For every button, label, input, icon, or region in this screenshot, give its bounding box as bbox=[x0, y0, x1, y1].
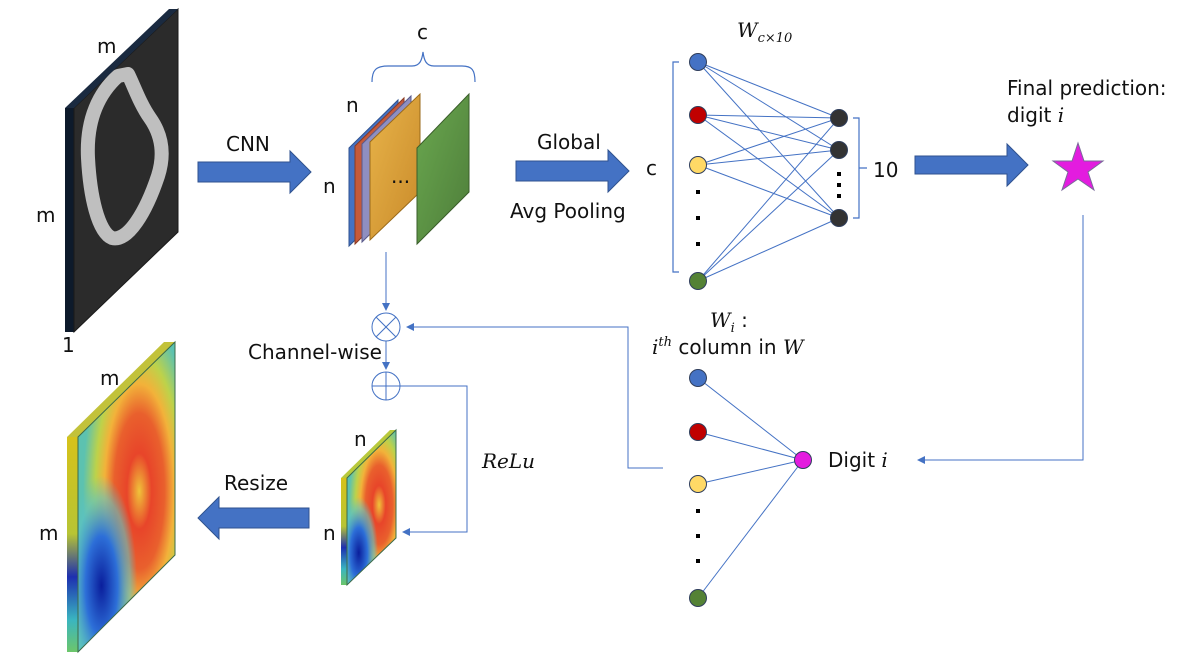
star-icon bbox=[1051, 141, 1105, 192]
circle-plus-icon bbox=[371, 371, 401, 401]
wi-label: Wi : bbox=[710, 308, 748, 336]
wi-node-yellow bbox=[689, 475, 707, 493]
wi-connections bbox=[697, 377, 804, 599]
input-m-left-label: m bbox=[36, 203, 55, 227]
resize-label: Resize bbox=[224, 471, 288, 495]
input-m-top-label: m bbox=[97, 34, 116, 58]
input-image bbox=[65, 7, 179, 334]
output-node-10 bbox=[830, 209, 848, 227]
layer-c-bracket bbox=[672, 61, 679, 273]
ten-label: 10 bbox=[873, 158, 898, 182]
final-digit-label: digit i bbox=[1007, 103, 1064, 127]
prediction-arrow bbox=[914, 142, 1029, 188]
wi-node-blue bbox=[689, 369, 707, 387]
output-node-ellipsis bbox=[837, 172, 841, 198]
ten-bracket bbox=[853, 117, 867, 219]
fmap-c-brace bbox=[371, 51, 476, 83]
prediction-feedback-line bbox=[917, 215, 1084, 464]
cnn-label: CNN bbox=[226, 132, 270, 156]
fc-connections bbox=[697, 61, 840, 282]
input-node-ellipsis bbox=[696, 190, 700, 246]
gap-arrow bbox=[515, 148, 630, 194]
output-heatmap bbox=[67, 340, 176, 654]
fmap-n-top-label: n bbox=[346, 93, 359, 117]
digit-node bbox=[794, 451, 812, 469]
out-m-left-label: m bbox=[39, 521, 58, 545]
weights-feedback-line bbox=[406, 323, 663, 469]
circle-times-icon bbox=[371, 312, 401, 342]
input-node-red bbox=[689, 106, 707, 124]
input-node-yellow bbox=[689, 156, 707, 174]
wi-node-red bbox=[689, 423, 707, 441]
global-label: Global bbox=[537, 130, 601, 154]
resize-arrow bbox=[197, 495, 310, 541]
heat-n-top-label: n bbox=[354, 427, 367, 451]
output-node-2 bbox=[830, 141, 848, 159]
final-prediction-label: Final prediction: bbox=[1007, 76, 1167, 100]
digit-label: Digit i bbox=[828, 448, 888, 472]
fmap-n-left-label: n bbox=[323, 174, 336, 198]
input-node-blue bbox=[689, 53, 707, 71]
output-node-1 bbox=[830, 109, 848, 127]
avg-pooling-label: Avg Pooling bbox=[510, 199, 626, 223]
channel-wise-label: Channel-wise bbox=[248, 340, 382, 364]
wi-column-label: ith column in W bbox=[652, 335, 805, 359]
feature-maps bbox=[348, 92, 470, 248]
wi-node-green bbox=[689, 589, 707, 607]
out-m-top-label: m bbox=[100, 366, 119, 390]
fmap-c-label: c bbox=[417, 20, 428, 44]
relu-path-line bbox=[400, 385, 468, 536]
cnn-arrow bbox=[197, 149, 312, 195]
small-heatmap bbox=[341, 428, 397, 587]
input-one-label: 1 bbox=[62, 333, 75, 357]
heat-n-left-label: n bbox=[323, 521, 336, 545]
layer-c-label: c bbox=[646, 156, 657, 180]
weight-matrix-label: Wc×10 bbox=[737, 18, 792, 46]
fmap-ellipsis: ... bbox=[391, 164, 410, 188]
input-node-green bbox=[689, 272, 707, 290]
relu-label: ReLu bbox=[481, 449, 535, 473]
wi-node-ellipsis bbox=[696, 509, 700, 563]
